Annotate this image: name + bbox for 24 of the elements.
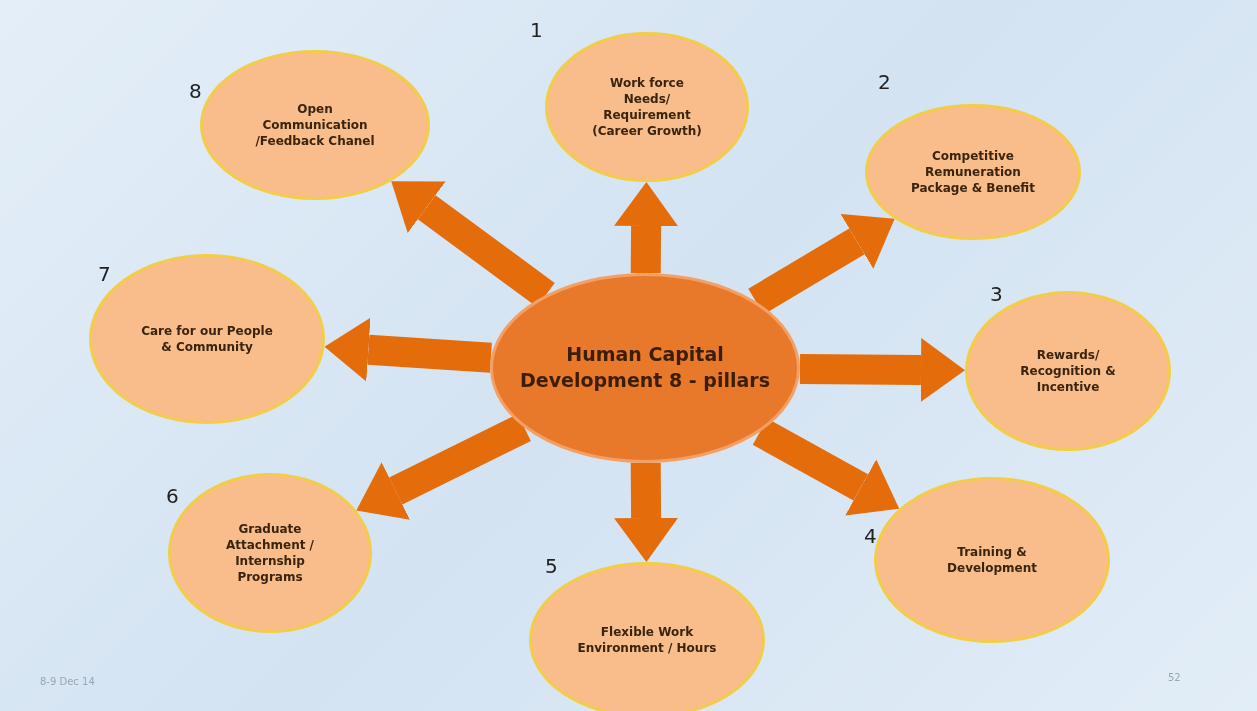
pillar-label: Graduate Attachment / Internship Programs [225,520,315,586]
footer-date: 8-9 Dec 14 [40,676,95,687]
center-title: Human Capital Development 8 - pillars [520,342,770,393]
block-arrow [799,337,965,402]
pillar-number: 3 [990,282,1003,306]
pillar-label: Flexible Work Environment / Hours [577,623,717,657]
pillar-number: 7 [98,262,111,286]
pillar-label: Open Communication /Feedback Chanel [254,100,376,150]
pillar-number: 5 [545,554,558,578]
pillar-label: Rewards/ Recognition & Incentive [1019,346,1117,396]
pillar-label: Work force Needs/ Requirement (Career Growth) [591,74,703,140]
pillar-number: 4 [864,524,877,548]
pillar-label: Care for our People & Community [140,322,274,356]
page-number: 52 [1168,672,1181,683]
pillar-number: 8 [189,79,202,103]
block-arrow [614,182,679,274]
block-arrow [324,317,492,382]
pillar-label: Competitive Remuneration Package & Benefit [910,147,1036,197]
pillar-label: Training & Development [946,543,1038,577]
block-arrow [356,414,531,520]
block-arrow [614,462,679,562]
pillar-number: 6 [166,484,179,508]
pillar-number: 2 [878,70,891,94]
pillar-number: 1 [530,18,543,42]
